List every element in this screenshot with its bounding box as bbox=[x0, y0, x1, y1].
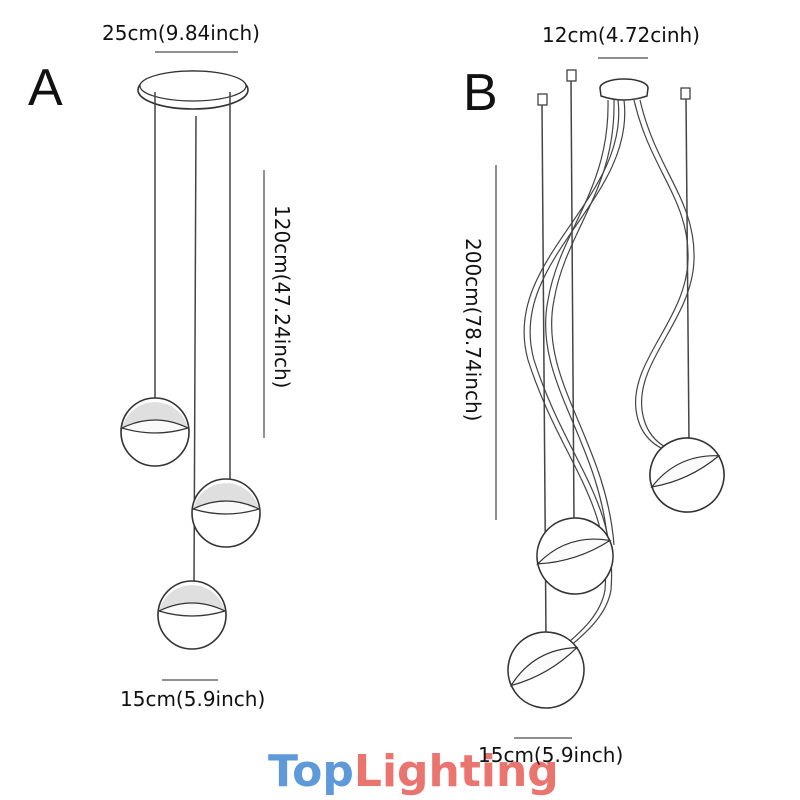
model-b-anchor-2 bbox=[566, 69, 577, 82]
model-b-anchor-3 bbox=[680, 87, 691, 100]
model-b-anchor-1 bbox=[537, 93, 548, 106]
model-a-shade-1 bbox=[120, 397, 190, 467]
model-b-canopy-label: 12cm(4.72cinh) bbox=[542, 23, 700, 47]
watermark-logo: TopLighting bbox=[268, 746, 559, 797]
model-a-letter: A bbox=[28, 59, 63, 117]
model-b-cord-label: 200cm(78.74inch) bbox=[461, 238, 485, 421]
model-b-cord-3 bbox=[633, 99, 695, 456]
model-a-cord-label: 120cm(47.24inch) bbox=[270, 205, 294, 388]
model-b-shade-1 bbox=[536, 517, 614, 595]
model-a-canopy bbox=[137, 70, 249, 110]
model-b-cord-2 bbox=[523, 99, 626, 651]
model-b-wire-2 bbox=[570, 80, 575, 521]
model-a-shade-3 bbox=[157, 580, 227, 650]
model-a-shade-2 bbox=[191, 478, 261, 548]
model-b-letter: B bbox=[463, 64, 498, 122]
model-b-shade-2 bbox=[649, 437, 725, 513]
model-a-canopy-label: 25cm(9.84inch) bbox=[102, 21, 260, 45]
model-b-cord-1 bbox=[545, 99, 615, 546]
model-b: B 12cm(4.72cinh) 200cm(78.74inch) bbox=[461, 23, 725, 739]
model-b-shade-label: 15cm(5.9inch) bbox=[478, 743, 623, 767]
watermark-part-1: Top bbox=[268, 746, 354, 797]
watermark-text: TopLighting bbox=[268, 746, 559, 797]
model-a: A 25cm(9.84inch) 120cm(47.24inch) bbox=[28, 21, 294, 711]
model-b-shade-3 bbox=[507, 631, 585, 709]
model-a-shade-label: 15cm(5.9inch) bbox=[120, 687, 265, 711]
watermark-part-2: Lighting bbox=[354, 746, 559, 797]
model-b-canopy bbox=[599, 78, 649, 101]
